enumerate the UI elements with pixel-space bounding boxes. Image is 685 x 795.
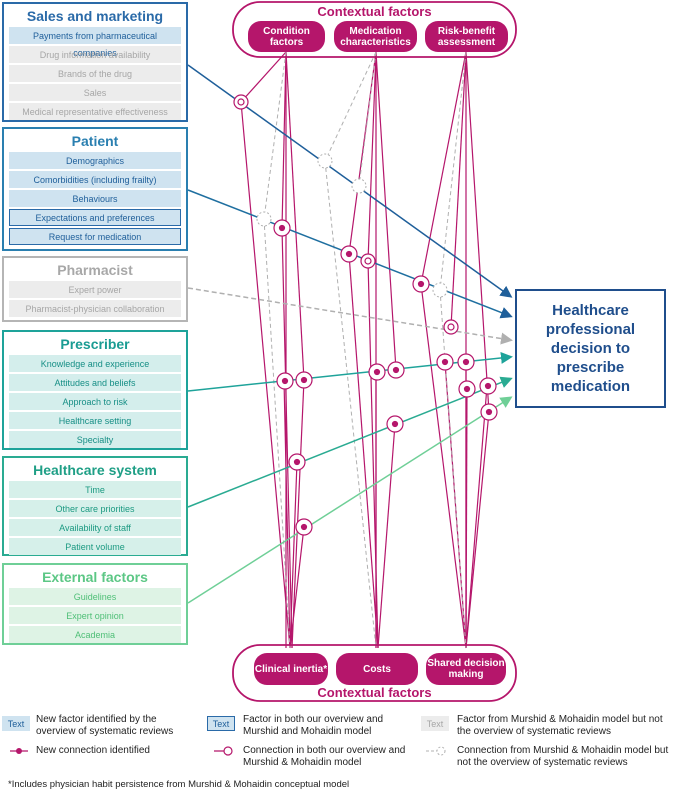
group-title: External factors — [42, 569, 148, 585]
legend-new-connection: New connection identified — [36, 745, 150, 756]
factor-brands: Brands of the drug — [9, 65, 181, 82]
factor-academia: Academia — [9, 626, 181, 643]
contextual-connections — [240, 51, 490, 649]
murshid-only-connections — [263, 51, 467, 649]
pill-medication-characteristics: Medication characteristics — [334, 21, 417, 52]
legend-both-factor: Factor in both our overview and Murshid … — [243, 714, 384, 737]
context-bottom-frame — [232, 644, 517, 702]
factor-knowledge: Knowledge and experience — [9, 355, 181, 372]
factor-expert-opinion: Expert opinion — [9, 607, 181, 624]
murshid-only-markers — [256, 153, 448, 298]
footnote: *Includes physician habit persistence fr… — [8, 779, 350, 790]
factor-med-rep: Medical representative effectiveness — [9, 103, 181, 120]
factor-risk: Approach to risk — [9, 393, 181, 410]
factor-behaviours: Behaviours — [9, 190, 181, 207]
legend-murshid-factor: Factor from Murshid & Mohaidin model but… — [457, 714, 663, 737]
group-patient: Patient Demographics Comorbidities (incl… — [2, 127, 188, 251]
factor-time: Time — [9, 481, 181, 498]
factor-staff: Availability of staff — [9, 519, 181, 536]
legend-both-connection: Connection in both our overview and Murs… — [243, 745, 406, 768]
factor-payments: Payments from pharmaceutical companies — [9, 27, 181, 58]
legend-box-both: Text — [207, 716, 235, 731]
factor-expectations: Expectations and preferences — [9, 209, 181, 226]
group-title: Patient — [71, 133, 119, 149]
factor-patient-volume: Patient volume — [9, 538, 181, 555]
decision-box: Healthcare professional decision to pres… — [515, 289, 666, 408]
group-sales-and-marketing: Sales and marketing Payments from pharma… — [2, 2, 188, 122]
factor-expert-power: Expert power — [9, 281, 181, 298]
contextual-bottom-title: Contextual factors — [317, 685, 432, 700]
group-pharmacist: Pharmacist Expert power Pharmacist-physi… — [2, 256, 188, 322]
factor-drug-info: Drug information availability — [9, 46, 181, 63]
factor-sales: Sales — [9, 84, 181, 101]
group-title: Pharmacist — [57, 262, 133, 278]
factor-collaboration: Pharmacist-physician collaboration — [9, 300, 181, 317]
legend-new-factor: New factor identified by the overview of… — [36, 714, 174, 737]
factor-comorbidities: Comorbidities (including frailty) — [9, 171, 181, 188]
factor-attitudes: Attitudes and beliefs — [9, 374, 181, 391]
both-connection-markers — [233, 94, 459, 335]
group-prescriber: Prescriber Knowledge and experience Atti… — [2, 330, 188, 450]
pill-costs: Costs — [336, 653, 418, 685]
group-title: Healthcare system — [33, 462, 157, 478]
factor-care-priorities: Other care priorities — [9, 500, 181, 517]
pharmacist-arrow — [187, 287, 513, 345]
factor-setting: Healthcare setting — [9, 412, 181, 429]
factor-demographics: Demographics — [9, 152, 181, 169]
external-arrow — [187, 396, 513, 604]
group-title: Sales and marketing — [26, 8, 164, 24]
contextual-top-title: Contextual factors — [317, 4, 432, 19]
factor-specialty: Specialty — [9, 431, 181, 448]
pill-risk-benefit: Risk-benefit assessment — [425, 21, 508, 52]
healthcare-system-arrow — [187, 376, 513, 508]
group-external-factors: External factors Guidelines Expert opini… — [2, 563, 188, 645]
pill-clinical-inertia: Clinical inertia* — [254, 653, 328, 685]
pill-shared-decision: Shared decision making — [426, 653, 506, 685]
legend-murshid-connection: Connection from Murshid & Mohaidin model… — [457, 745, 669, 768]
prescriber-arrow — [187, 351, 513, 392]
new-connection-markers — [273, 219, 498, 536]
context-top-frame — [232, 1, 517, 58]
legend-box-new: Text — [2, 716, 30, 731]
pill-condition-factors: Condition factors — [248, 21, 325, 52]
group-healthcare-system: Healthcare system Time Other care priori… — [2, 456, 188, 556]
factor-guidelines: Guidelines — [9, 588, 181, 605]
factor-request: Request for medication — [9, 228, 181, 245]
group-title: Prescriber — [60, 336, 130, 352]
legend-symbols — [10, 746, 446, 756]
legend-box-murshid: Text — [421, 716, 449, 731]
